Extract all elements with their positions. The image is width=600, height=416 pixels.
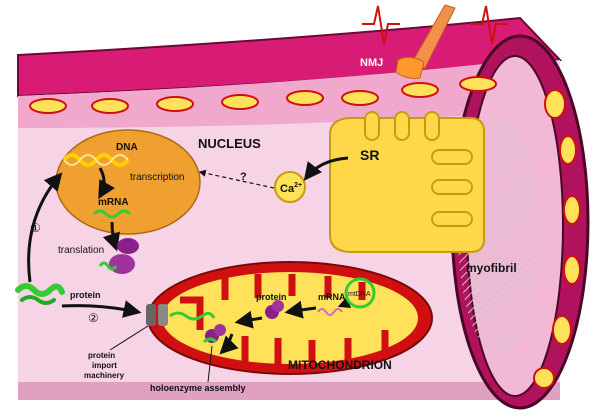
export-arrow	[102, 221, 120, 252]
mrna-nuclear-label: mRNA	[98, 197, 129, 208]
mito-ribosome-icon	[265, 300, 284, 319]
calcium-ion	[274, 171, 306, 203]
transcription-label: transcription	[130, 172, 184, 183]
nascent-protein	[98, 261, 118, 271]
sr-to-calcium-arrow	[303, 156, 349, 181]
bottom-band	[18, 382, 560, 400]
protein-mito-label: protein	[256, 292, 287, 302]
pathway-one-label: ①	[30, 221, 41, 235]
nerve-terminal-icon	[395, 4, 456, 79]
holoenzyme-label: holoenzyme assembly	[150, 383, 246, 393]
subsarcolemmal-strip	[18, 60, 520, 128]
pathway-two-arrow	[61, 300, 142, 318]
nmj-label: NMJ	[360, 57, 383, 69]
translation-label: translation	[58, 245, 104, 256]
myofibril-label: myofibril	[466, 261, 517, 275]
ribosome-icon	[109, 238, 139, 274]
import-machinery-label: protein import machinery	[84, 351, 125, 380]
dna-label: DNA	[116, 142, 138, 153]
protein-cytosolic-label: protein	[70, 290, 101, 300]
import-complex-icon	[146, 304, 168, 326]
unknown-link-label: ?	[240, 171, 247, 183]
mrna-nuclear-strand	[92, 209, 132, 219]
sarcoplasmic-reticulum	[329, 111, 485, 253]
mito-translation-arrow	[284, 300, 317, 319]
svg-text:protein: protein	[88, 351, 115, 360]
mtdna-ring	[344, 277, 376, 309]
holoenzyme-complex	[202, 324, 226, 344]
pathway-one-arrow	[27, 172, 63, 283]
holoenzyme-pointer-line	[207, 345, 213, 383]
assembly-arrow-1	[219, 333, 239, 355]
calcium-to-nucleus-arrow	[198, 169, 275, 189]
pathway-two-label: ②	[88, 311, 99, 325]
action-potential-spike-icon	[362, 5, 508, 45]
mrna-mito-label: mRNA	[318, 292, 346, 302]
svg-text:machinery: machinery	[84, 371, 125, 380]
calcium-label: Ca2+	[280, 182, 302, 195]
dna-strand	[62, 153, 130, 167]
protein-chain-icon	[15, 283, 65, 305]
transcription-arrow	[98, 167, 115, 200]
svg-text:import: import	[92, 361, 117, 370]
subsarcolemmal-mitochondria	[29, 76, 581, 389]
assembly-arrow-2	[234, 310, 263, 329]
mrna-mito-strand	[317, 308, 343, 316]
sr-label: SR	[360, 147, 379, 163]
nucleus-label: NUCLEUS	[198, 136, 261, 151]
mitochondrion-label: MITOCHONDRION	[288, 358, 392, 372]
import-pointer-line	[109, 325, 149, 351]
imported-protein-strand	[169, 311, 216, 321]
mtdna-label: mtDNA	[348, 291, 371, 298]
